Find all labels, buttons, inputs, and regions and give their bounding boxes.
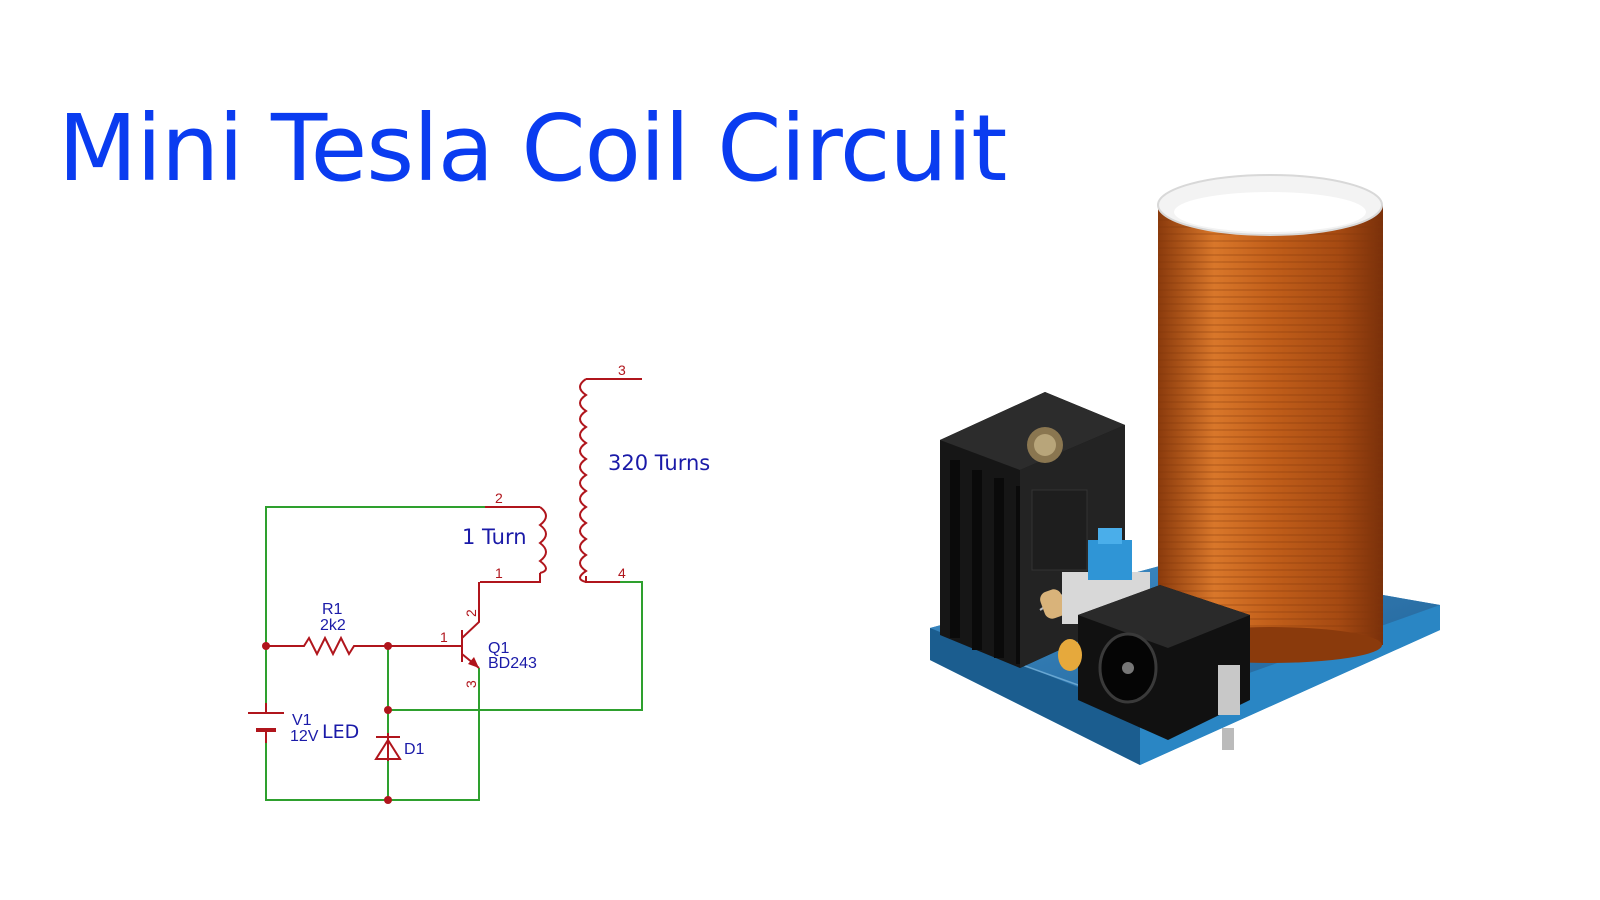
transistor-pin-collector: 2 [463, 609, 479, 617]
resistor-ref: R1 [322, 601, 343, 618]
diode-label: LED [322, 721, 359, 743]
dc-jack [1078, 585, 1250, 750]
transistor-ref: Q1 [488, 640, 509, 657]
resistor-value: 2k2 [320, 617, 346, 634]
transistor-value: BD243 [488, 655, 537, 672]
board-capacitor [1058, 639, 1082, 671]
primary-pin-bottom: 1 [495, 565, 503, 581]
transistor-pin-emitter: 3 [463, 680, 479, 688]
primary-pin-top: 2 [495, 490, 503, 506]
junction-nodes [262, 642, 392, 804]
page-title: Mini Tesla Coil Circuit [58, 95, 1007, 202]
battery-ref: V1 [292, 712, 312, 729]
secondary-pin-bottom: 4 [618, 565, 626, 581]
primary-coil: 2 1 1 Turn [462, 490, 547, 583]
secondary-coil: 3 4 320 Turns [579, 362, 710, 583]
battery-v1: V1 12V [248, 703, 319, 745]
copper-coil [1157, 174, 1383, 663]
transistor-q1: 1 2 3 Q1 BD243 [388, 582, 537, 688]
diode-d1: D1 LED [322, 721, 425, 761]
secondary-turns-label: 320 Turns [608, 451, 710, 475]
battery-value: 12V [290, 728, 319, 745]
resistor-r1: R1 2k2 [266, 601, 388, 657]
primary-turns-label: 1 Turn [462, 525, 527, 549]
transistor-pin-base: 1 [440, 629, 448, 645]
diode-ref: D1 [404, 741, 425, 758]
secondary-pin-top: 3 [618, 362, 626, 378]
